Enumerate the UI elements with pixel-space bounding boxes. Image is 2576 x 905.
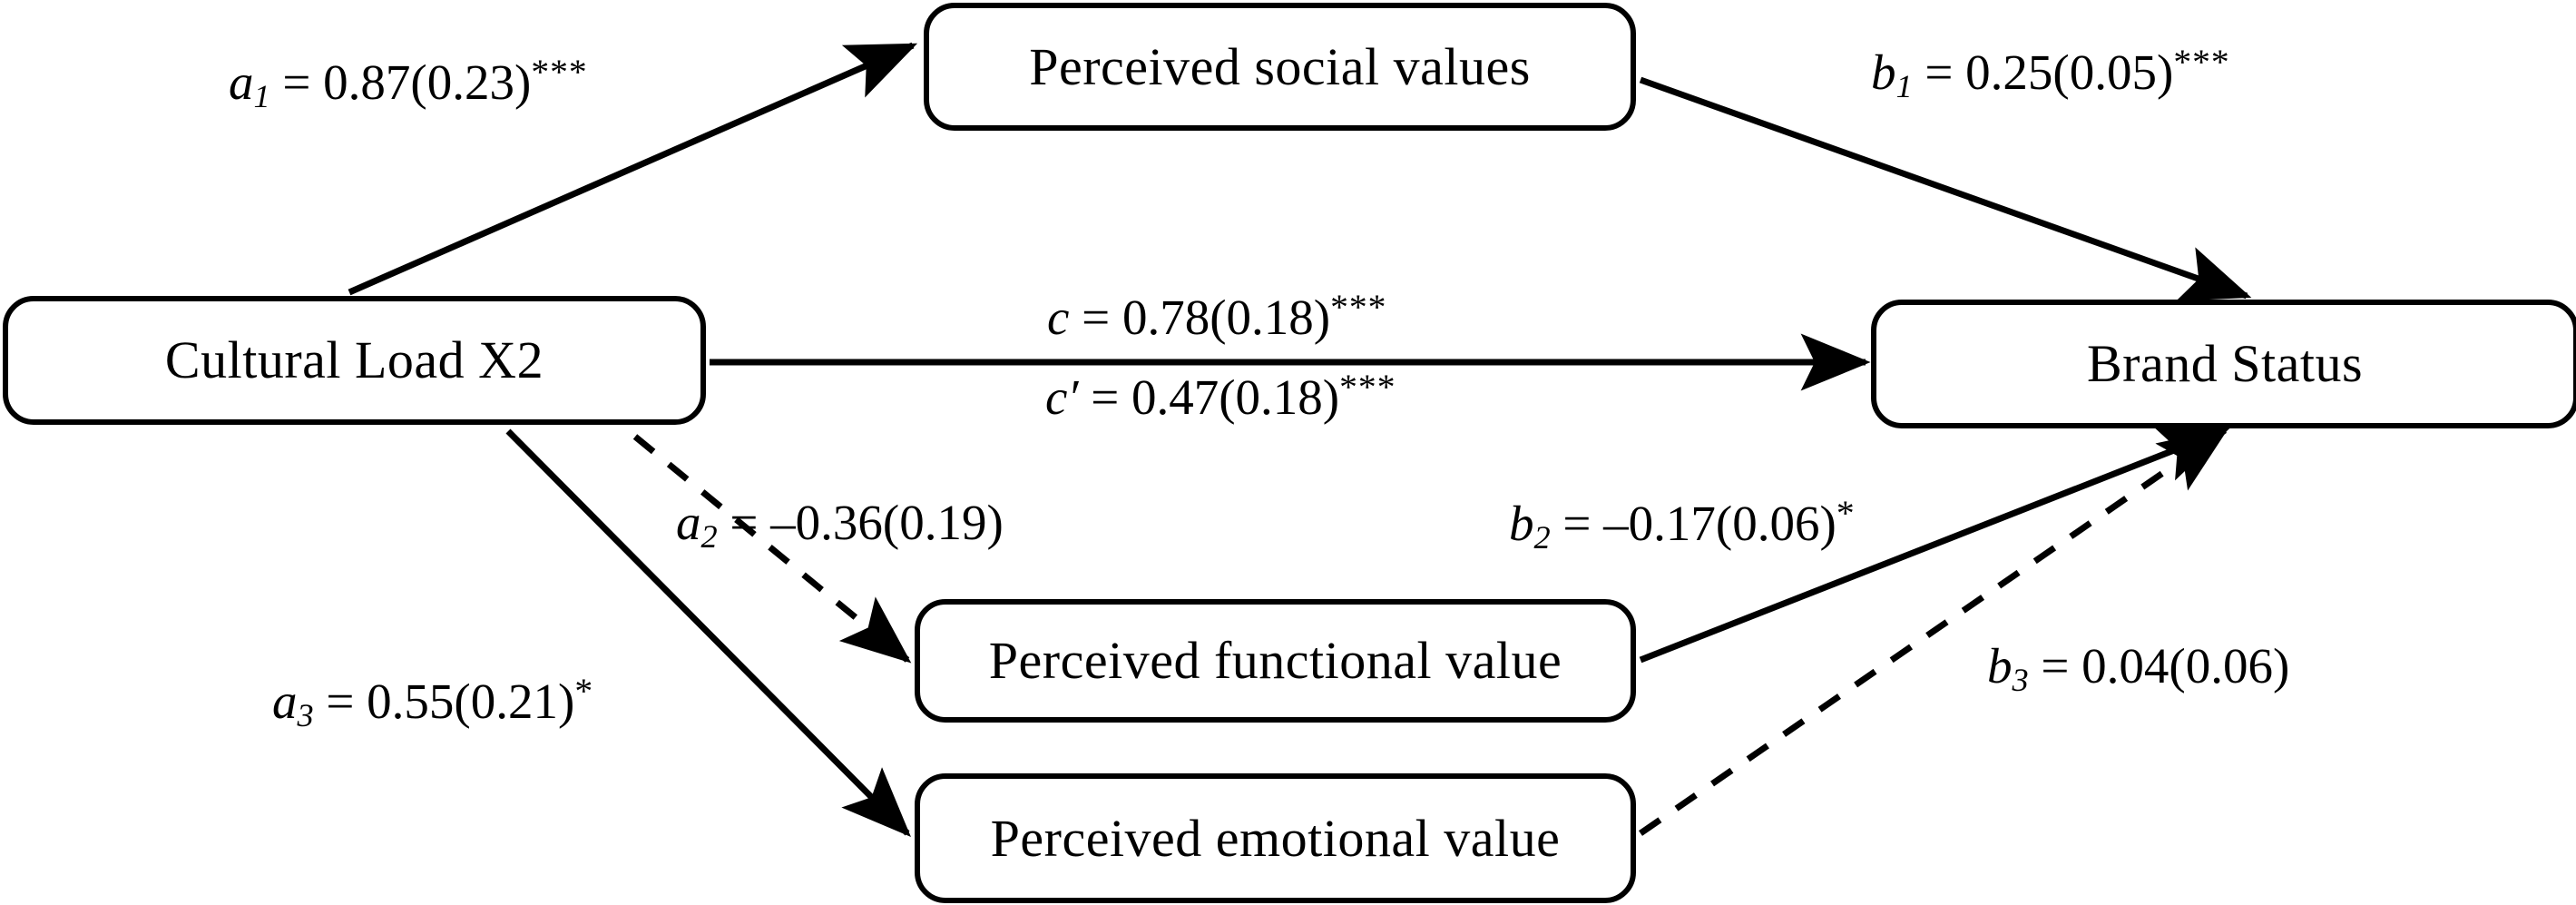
edge-label-a1-value: = 0.87(0.23) <box>269 54 532 110</box>
node-perceived-functional-value-label: Perceived functional value <box>988 631 1562 690</box>
edge-label-a3-value: = 0.55(0.21) <box>313 674 575 729</box>
node-perceived-functional-value[interactable]: Perceived functional value <box>915 599 1636 723</box>
node-brand-status-label: Brand Status <box>2086 334 2364 393</box>
edge-label-c-coef: c <box>1047 290 1070 345</box>
edge-label-c-significance: *** <box>1330 287 1387 328</box>
edge-label-b2: b2 = –0.17(0.06)* <box>1509 496 1856 555</box>
edge-a2-line <box>632 434 912 664</box>
edge-label-b3: b3 = 0.04(0.06) <box>1987 638 2290 696</box>
edge-b2-line <box>1639 427 2230 664</box>
edge-label-b3-sub: 3 <box>2012 662 2029 699</box>
edge-label-b3-value: = 0.04(0.06) <box>2028 638 2290 694</box>
edge-label-a1: a1 = 0.87(0.23)*** <box>229 54 588 113</box>
edge-label-c-prime: c′ = 0.47(0.18)*** <box>1045 369 1396 425</box>
edge-label-b1: b1 = 0.25(0.05)*** <box>1871 44 2230 103</box>
edge-label-a3-coef: a <box>272 674 298 729</box>
edge-a3-line <box>505 428 911 837</box>
edge-label-a3-significance: * <box>574 671 594 712</box>
edge-label-c-prime-value: = 0.47(0.18) <box>1078 369 1340 425</box>
edge-label-c-value: = 0.78(0.18) <box>1069 290 1331 345</box>
edge-label-a1-coef: a <box>229 54 254 110</box>
edge-label-b2-significance: * <box>1836 493 1856 534</box>
edge-label-b3-coef: b <box>1987 638 2013 694</box>
node-perceived-emotional-value-label: Perceived emotional value <box>990 808 1561 868</box>
node-perceived-social-values[interactable]: Perceived social values <box>924 3 1636 131</box>
edge-label-a1-sub: 1 <box>253 78 270 115</box>
edge-label-b1-sub: 1 <box>1895 68 1913 105</box>
edge-label-b1-value: = 0.25(0.05) <box>1912 44 2174 100</box>
edge-label-c: c = 0.78(0.18)*** <box>1047 290 1386 345</box>
edge-label-a2-value: = –0.36(0.19) <box>717 495 1004 550</box>
node-brand-status[interactable]: Brand Status <box>1871 300 2576 428</box>
edge-label-c-prime-significance: *** <box>1339 367 1396 408</box>
edge-label-c-prime-coef: c′ <box>1045 369 1079 425</box>
edge-label-b2-sub: 2 <box>1533 519 1551 556</box>
edge-label-b1-significance: *** <box>2173 42 2230 83</box>
node-cultural-load-label: Cultural Load X2 <box>164 330 544 389</box>
edge-a1-line <box>348 42 918 296</box>
edge-label-a3-sub: 3 <box>297 697 314 734</box>
edge-label-b2-value: = –0.17(0.06) <box>1550 496 1837 551</box>
edge-b1-line <box>1639 76 2252 301</box>
edge-label-b2-coef: b <box>1509 496 1534 551</box>
edge-label-a2-sub: 2 <box>700 518 718 556</box>
node-cultural-load[interactable]: Cultural Load X2 <box>3 296 706 425</box>
edge-label-a2-coef: a <box>676 495 701 550</box>
edge-label-b1-coef: b <box>1871 44 1896 100</box>
edge-label-a1-significance: *** <box>531 52 588 93</box>
node-perceived-emotional-value[interactable]: Perceived emotional value <box>915 773 1636 903</box>
node-perceived-social-values-label: Perceived social values <box>1029 36 1531 96</box>
edge-b3-line <box>1639 427 2229 836</box>
edge-label-a3: a3 = 0.55(0.21)* <box>272 674 593 733</box>
edge-label-a2: a2 = –0.36(0.19) <box>676 495 1004 553</box>
